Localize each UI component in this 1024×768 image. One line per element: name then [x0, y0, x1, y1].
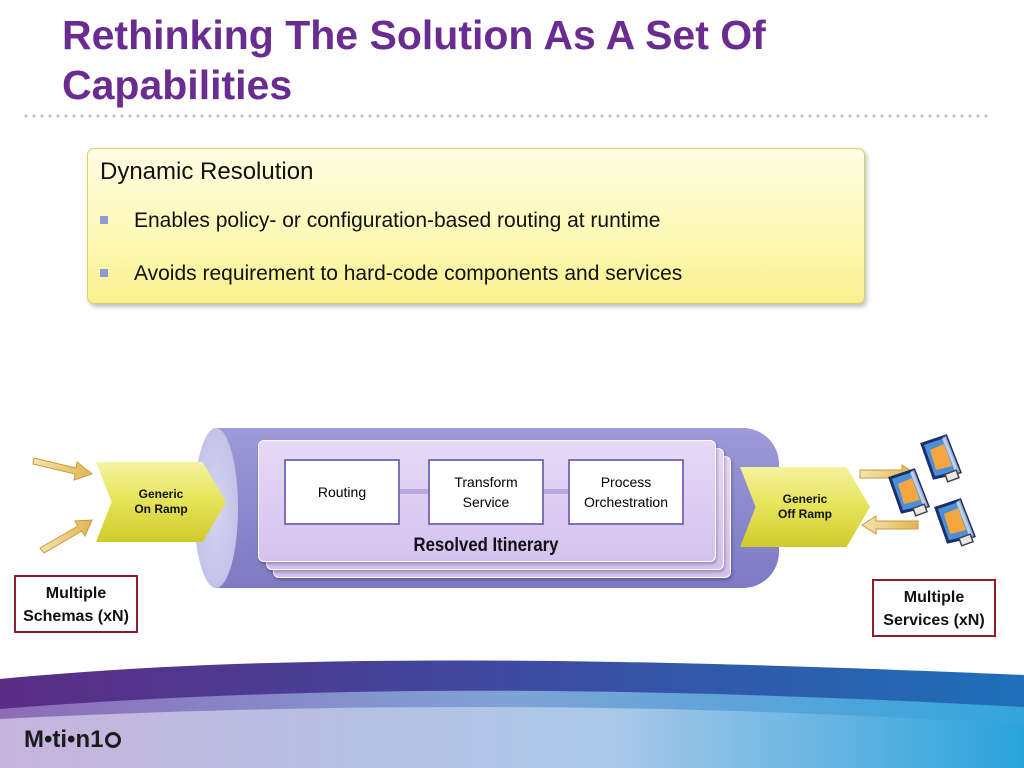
transform-service-box: Transform Service — [428, 459, 544, 525]
callout-bullet: Enables policy- or configuration-based r… — [100, 209, 661, 233]
service-bullhorn-icon — [920, 434, 963, 483]
on-ramp-shape — [96, 462, 226, 542]
routing-label: Routing — [317, 484, 367, 500]
off-ramp-shape — [740, 467, 870, 547]
slide-title: Rethinking The Solution As A Set Of Capa… — [62, 12, 766, 108]
dynamic-resolution-callout: Dynamic Resolution Enables policy- or co… — [87, 148, 865, 304]
callout-heading: Dynamic Resolution — [100, 158, 314, 185]
multiple-schemas-note: Multiple Schemas (xN) — [14, 575, 138, 633]
on-ramp-label: Generic On Ramp — [134, 487, 188, 516]
connector-line — [400, 489, 430, 494]
off-ramp-label: Generic Off Ramp — [778, 492, 832, 521]
input-arrow-icon — [39, 519, 93, 554]
multiple-services-note: Multiple Services (xN) — [872, 579, 996, 637]
square-bullet-icon — [100, 216, 108, 224]
dotted-divider — [22, 114, 992, 118]
process-orchestration-box: Process Orchestration — [568, 459, 684, 525]
callout-bullet-text: Avoids requirement to hard-code componen… — [134, 262, 683, 285]
connector-line — [544, 489, 570, 494]
routing-box: Routing — [284, 459, 400, 525]
service-bullhorn-icon — [934, 498, 977, 547]
process-orchestration-label: Process Orchestration — [583, 474, 669, 510]
square-bullet-icon — [100, 269, 108, 277]
callout-bullet-text: Enables policy- or configuration-based r… — [134, 209, 661, 232]
motion10-logo: M•ti•n1 — [24, 726, 122, 754]
footer-wave-band — [0, 660, 1024, 768]
logo-ring-icon — [105, 732, 122, 748]
input-arrow-icon — [32, 457, 94, 481]
itinerary-label: Resolved Itinerary — [413, 535, 559, 556]
transform-service-label: Transform Service — [454, 474, 518, 510]
service-bullhorn-icon — [888, 468, 931, 517]
return-arrow-icon — [861, 515, 919, 535]
logo-text: M•ti•n1 — [24, 726, 104, 753]
callout-bullet: Avoids requirement to hard-code componen… — [100, 262, 683, 286]
